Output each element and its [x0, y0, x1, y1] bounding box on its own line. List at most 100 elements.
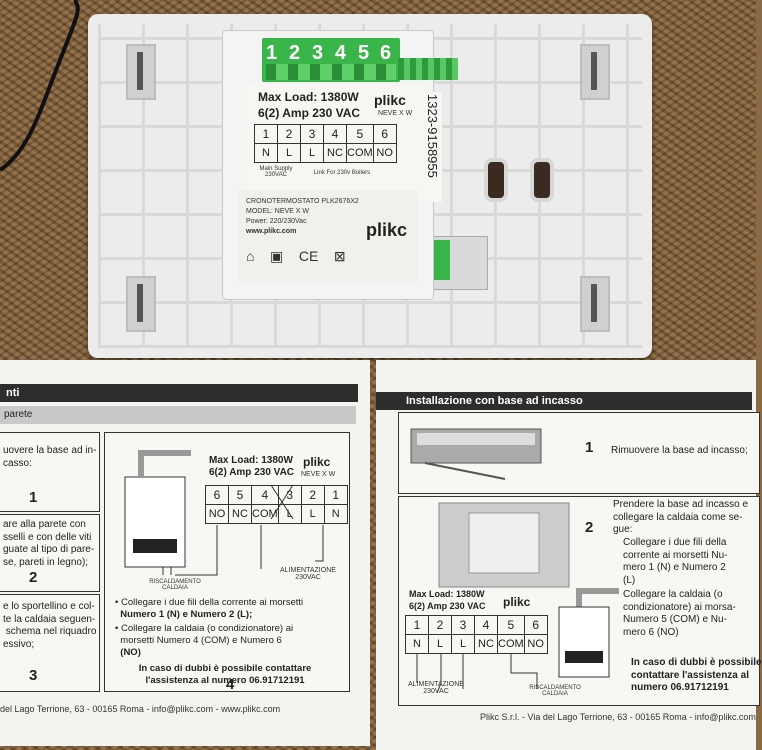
step-box: uovere la base ad in- casso: 1: [0, 432, 100, 512]
wiring-diagram-box: 2 Prendere la base ad incasso e collegar…: [398, 496, 762, 706]
table-cell: L: [300, 143, 324, 163]
boiler-illustration: [558, 588, 619, 678]
power-label: ALIMENTAZIONE 230VAC: [280, 567, 336, 581]
step-number: 4: [226, 676, 235, 693]
terminal-table: 1 2 3 4 5 6 N L L NC COM NO: [254, 124, 397, 163]
step-box: 1 Rimuovere la base ad incasso;: [398, 412, 760, 494]
table-cell: 1: [323, 485, 348, 505]
table-cell: 2: [300, 485, 325, 505]
step-text: uovere la base ad in- casso:: [3, 445, 97, 469]
step-number: 2: [585, 519, 594, 536]
step-text: Rimuovere la base ad incasso;: [611, 445, 748, 456]
diagram-amp: 6(2) Amp 230 VAC: [209, 467, 295, 478]
terminal-number: 1: [266, 42, 278, 64]
wiring-lines: [175, 484, 324, 576]
bullet-text: Numero 1 (N) e Numero 2 (L);: [120, 608, 253, 620]
table-cell: 5: [497, 615, 525, 635]
table-cell: N: [254, 143, 278, 163]
brand-logo: plikc: [374, 92, 406, 108]
boiler-illustration: [124, 450, 191, 575]
table-cell: N: [323, 504, 348, 524]
instruction-manual: nti parete uovere la base ad in- casso: …: [0, 356, 762, 750]
bullet-text: Collegare i due fili della corrente ai m…: [623, 537, 728, 586]
weee-bin-icon: ⊠: [333, 248, 346, 264]
green-connector-strip: [398, 58, 458, 80]
brand-logo: plikc: [366, 220, 408, 240]
page-header: nti: [0, 384, 358, 402]
table-cell: NC: [323, 143, 347, 163]
info-line: CRONOTERMOSTATO PLK2676X2: [246, 198, 359, 205]
main-supply-text: Main Supply 230VAC: [259, 166, 293, 178]
serial-sticker: 1323-9158955: [420, 92, 442, 202]
terminal-number: 2: [289, 42, 301, 64]
table-cell: 1: [254, 124, 278, 144]
info-line: MODEL: NEVE X W: [246, 208, 310, 215]
serial-number: 1323-9158955: [425, 94, 440, 178]
screw-hole: [530, 158, 554, 202]
table-cell: 6: [205, 485, 229, 505]
link-boilers-text: Link For 230v Boilers: [313, 170, 371, 176]
table-cell: 4: [474, 615, 498, 635]
step-text: Prendere la base ad incasso e collegare …: [613, 499, 749, 535]
table-cell: 4: [323, 124, 347, 144]
table-cell: NO: [372, 143, 397, 163]
table-cell: COM: [251, 504, 279, 524]
help-line: l'assistenza al numero 06.91712191: [145, 674, 305, 686]
mount-slot: [580, 276, 610, 332]
table-cell: L: [277, 143, 301, 163]
table-cell: NO: [205, 504, 229, 524]
page-footer: Plikc S.r.l. - Via del Lago Terrione, 63…: [480, 712, 756, 722]
bullet-1: • Collegare i due fili della corrente ai…: [115, 597, 304, 620]
table-cell: 5: [346, 124, 374, 144]
screw-hole: [484, 158, 508, 202]
table-cell: N: [405, 634, 429, 654]
home-icon: ⌂: [246, 248, 255, 264]
terminal-number: 5: [358, 42, 370, 64]
diagram-terminal-table: 6 5 4 3 2 1 NO NC COM L L N: [205, 485, 348, 524]
diagram-max-load: Max Load: 1380W: [409, 589, 485, 599]
diagram-model: NEVE X W: [301, 471, 336, 478]
ce-mark-icon: CE: [298, 248, 319, 264]
table-cell: 3: [300, 124, 324, 144]
recessed-box-illustration: [410, 428, 542, 480]
diagram-brand: plikc: [303, 455, 331, 469]
table-cell: NC: [474, 634, 498, 654]
step-number: 3: [29, 667, 38, 684]
help-line: In caso di dubbi è possibile contattare: [138, 663, 312, 674]
table-cell: 6: [372, 124, 397, 144]
step-text: are alla parete con sselli e con delle v…: [3, 519, 95, 568]
power-label: ALIMENTAZIONE 230VAC: [408, 681, 464, 695]
base-photo: [438, 502, 570, 588]
step-number: 1: [29, 489, 38, 506]
manual-page-left: nti parete uovere la base ad in- casso: …: [0, 360, 370, 746]
table-cell: NC: [228, 504, 252, 524]
table-cell: 5: [228, 485, 252, 505]
table-cell: COM: [346, 143, 374, 163]
bullet-1: Collegare i due fili della corrente ai m…: [623, 537, 727, 587]
bullet-text: Collegare la caldaia (o condizionatore) …: [120, 623, 294, 634]
page-subheader: parete: [0, 406, 356, 424]
mount-slot: [580, 44, 610, 100]
table-cell: 2: [277, 124, 301, 144]
bullet-text: Collegare i due fili della corrente ai m…: [120, 597, 304, 608]
bullet-text: morsetti Numero 4 (COM) e Numero 6: [120, 634, 282, 646]
help-text: In caso di dubbi è possibile contattare …: [125, 663, 325, 687]
square-icon: ▣: [270, 248, 284, 264]
wiring-lines: [416, 653, 538, 694]
heating-label: RISCALDAMENTO CALDAIA: [149, 579, 201, 591]
table-cell: 3: [451, 615, 475, 635]
page-footer: del Lago Terrione, 63 - 00165 Roma - inf…: [0, 704, 281, 714]
product-label: CRONOTERMOSTATO PLK2676X2 MODEL: NEVE X …: [238, 190, 418, 282]
bullet-text: Collegare la caldaia (o condizionatore) …: [623, 589, 736, 638]
terminal-number: 3: [312, 42, 324, 64]
mount-slot: [126, 44, 156, 100]
table-cell: NO: [523, 634, 548, 654]
mount-slot: [126, 276, 156, 332]
max-load-text: Max Load: 1380W: [258, 90, 359, 104]
diagram-amp: 6(2) Amp 230 VAC: [409, 601, 486, 611]
step-number: 1: [585, 439, 594, 456]
step-box: e lo sportellino e col- te la caldaia se…: [0, 594, 100, 692]
page-header: Installazione con base ad incasso: [376, 392, 752, 410]
wiring-diagram-box: Max Load: 1380W 6(2) Amp 230 VAC plikc N…: [104, 432, 350, 692]
help-text: In caso di dubbi è possibile contattare …: [631, 657, 762, 693]
